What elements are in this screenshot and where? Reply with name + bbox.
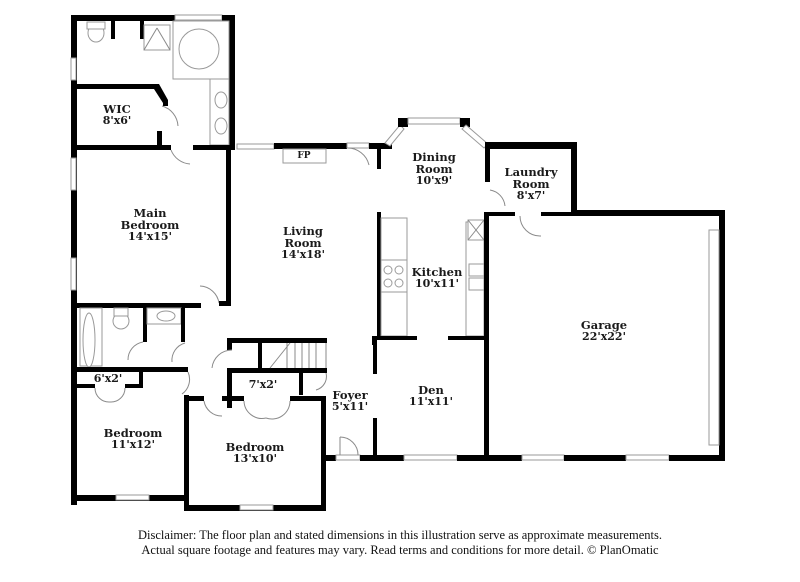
room-dimensions: 10'x9' — [415, 174, 453, 187]
room-name: WIC — [103, 102, 131, 116]
room-dimensions: 6'x2' — [93, 372, 123, 385]
room-label-living-room: Living Room 14'x18' — [281, 225, 325, 261]
room-name: Garage — [580, 318, 628, 332]
room-label-bedroom-2: Bedroom 11'x12' — [104, 427, 163, 451]
room-name-line2: Room — [284, 236, 322, 250]
room-dimensions: 10'x11' — [415, 277, 459, 290]
room-name: Bedroom — [225, 440, 285, 454]
room-label-dining-room: Dining Room 10'x9' — [412, 151, 455, 187]
room-name-line2: Room — [415, 162, 453, 176]
room-label-closet-6x2: 6'x2' — [94, 373, 123, 385]
room-name-line2: Room — [512, 177, 550, 191]
room-dimensions: 11'x11' — [409, 395, 453, 408]
room-dimensions: 11'x12' — [111, 438, 155, 451]
room-label-wic: WIC 8'x6' — [103, 103, 132, 127]
room-name: Den — [418, 383, 444, 397]
room-label-closet-7x2: 7'x2' — [249, 379, 278, 391]
room-dimensions: 7'x2' — [248, 378, 278, 391]
room-label-garage: Garage 22'x22' — [581, 319, 627, 343]
room-name-line2: Bedroom — [120, 218, 180, 232]
room-label-bedroom-3: Bedroom 13'x10' — [226, 441, 285, 465]
room-dimensions: 8'x6' — [102, 114, 132, 127]
room-name: Foyer — [332, 388, 368, 402]
room-dimensions: 14'x15' — [128, 230, 172, 243]
room-dimensions: 13'x10' — [233, 452, 277, 465]
fireplace-label: FP — [297, 150, 310, 162]
room-name: Bedroom — [103, 426, 163, 440]
room-dimensions: 8'x7' — [516, 189, 546, 202]
room-name-line1: Main — [133, 206, 167, 220]
room-label-kitchen: Kitchen 10'x11' — [412, 266, 463, 290]
room-name-line1: Laundry — [504, 165, 558, 179]
room-dimensions: 22'x22' — [582, 330, 626, 343]
room-name: Kitchen — [411, 265, 463, 279]
disclaimer-line-2: Actual square footage and features may v… — [141, 543, 659, 557]
disclaimer-line-1: Disclaimer: The floor plan and stated di… — [138, 528, 662, 542]
room-name-line1: Living — [283, 224, 323, 238]
room-dimensions: 14'x18' — [281, 248, 325, 261]
room-label-foyer: Foyer 5'x11' — [332, 389, 368, 413]
room-label-den: Den 11'x11' — [409, 384, 453, 408]
room-dimensions: 5'x11' — [331, 400, 369, 413]
room-label-main-bedroom: Main Bedroom 14'x15' — [121, 207, 180, 243]
fireplace-text: FP — [297, 151, 311, 161]
room-label-laundry-room: Laundry Room 8'x7' — [504, 166, 557, 202]
room-name-line1: Dining — [412, 150, 456, 164]
disclaimer: Disclaimer: The floor plan and stated di… — [0, 528, 800, 558]
